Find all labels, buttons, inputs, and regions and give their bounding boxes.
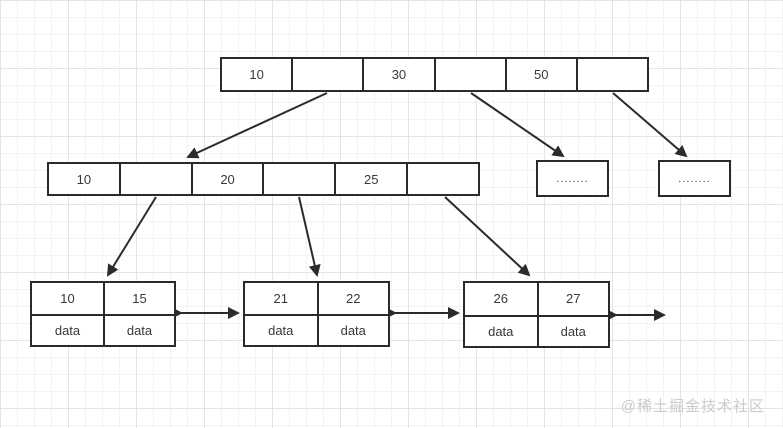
edge-internal-to-leaf-2	[298, 196, 321, 277]
internal-pointer-cell	[406, 164, 478, 194]
internal-pointer-cell	[118, 164, 191, 194]
leaf-key-cell: 21	[273, 291, 288, 306]
internal-key-cell: 25	[334, 164, 406, 194]
leaf-key-cell: 15	[103, 283, 174, 314]
internal-key-cell: 10	[76, 171, 92, 187]
root-node: 10 30 50	[220, 57, 649, 92]
ellipsis-label: ........	[678, 172, 711, 185]
leaf-node-1: 10 15 data data	[30, 281, 176, 347]
ellipsis-node-2: ........	[658, 160, 731, 197]
leaf-key-cell: 10	[60, 291, 75, 306]
leaf-node-3: 26 27 data data	[463, 281, 610, 348]
leaf-key-cell: 26	[493, 291, 508, 307]
leaf-key-cell: 22	[316, 283, 389, 314]
internal-pointer-cell	[262, 164, 334, 194]
internal-node: 10 20 25	[47, 162, 480, 196]
root-key-cell: 50	[504, 59, 576, 90]
root-key-cell: 30	[362, 59, 433, 90]
leaf-data-cell: data	[465, 314, 537, 347]
edge-internal-to-leaf-3	[444, 196, 531, 277]
ellipsis-node-1: ........	[536, 160, 609, 197]
root-key-cell: 10	[249, 67, 264, 82]
leaf-key-cell: 27	[536, 283, 609, 315]
root-pointer-cell	[433, 59, 505, 90]
root-pointer-cell	[575, 59, 647, 90]
edge-internal-to-leaf-1	[106, 196, 157, 277]
internal-key-cell: 20	[190, 164, 263, 194]
root-pointer-cell	[291, 59, 362, 90]
leaf-data-cell: data	[536, 314, 608, 346]
juejin-watermark: @稀土掘金技术社区	[620, 398, 765, 415]
ellipsis-label: ........	[556, 172, 589, 185]
edge-root-to-ellipsis-1	[470, 92, 565, 158]
edge-root-to-internal	[186, 92, 328, 159]
leaf-data-cell: data	[316, 314, 388, 345]
leaf-data-cell: data	[245, 314, 317, 345]
leaf-data-cell: data	[103, 314, 174, 345]
edge-root-to-ellipsis-2	[612, 92, 688, 158]
leaf-data-cell: data	[32, 314, 103, 345]
leaf-node-2: 21 22 data data	[243, 281, 390, 347]
